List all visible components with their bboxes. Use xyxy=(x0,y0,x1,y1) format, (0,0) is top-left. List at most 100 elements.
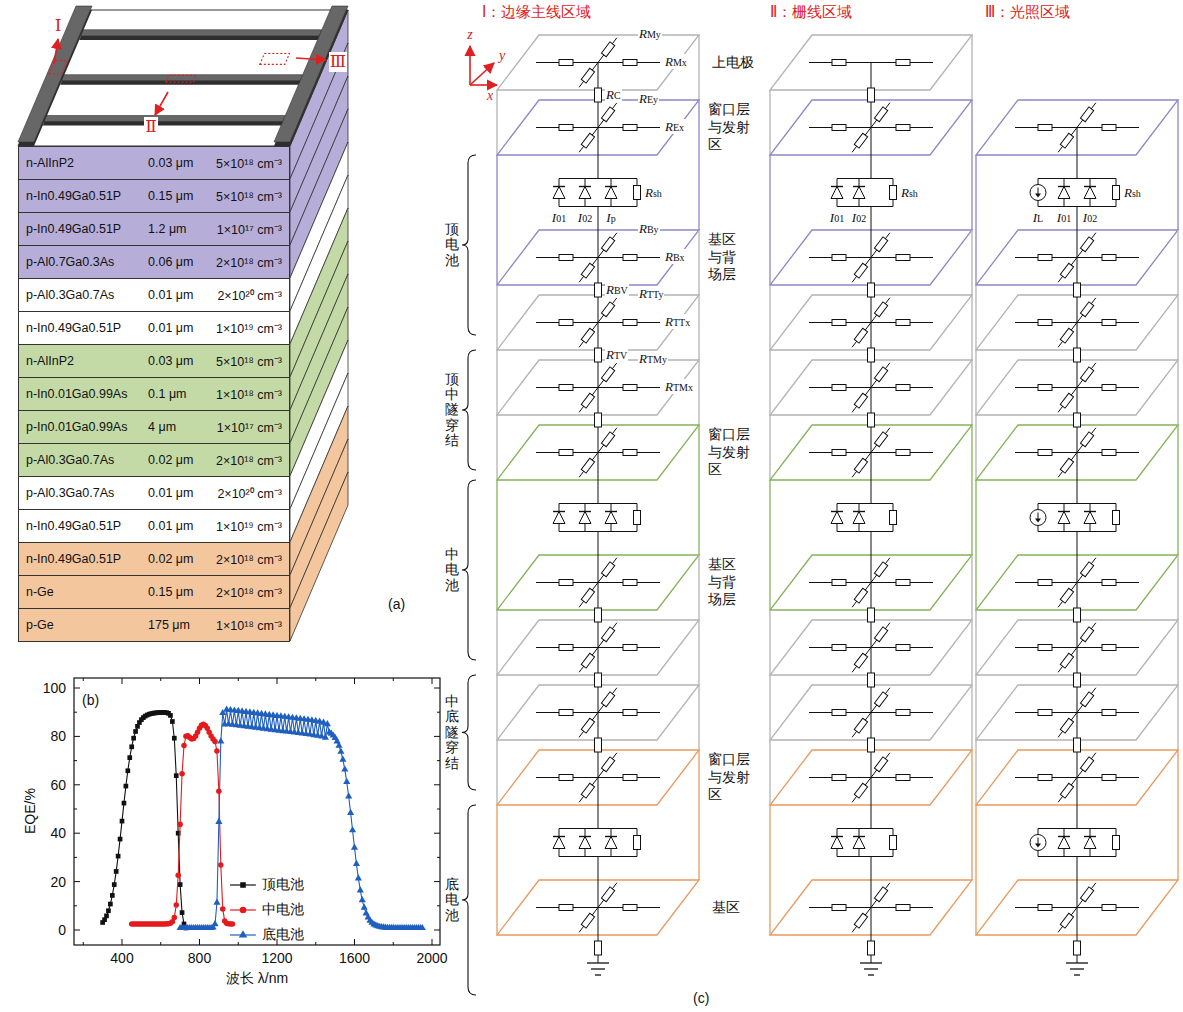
data-marker xyxy=(170,719,175,724)
wire xyxy=(1177,295,1178,360)
wire xyxy=(837,503,893,504)
layer-doping: 1×10¹⁷ cm⁻³ xyxy=(217,221,282,238)
data-marker xyxy=(129,744,134,749)
data-marker xyxy=(108,902,113,907)
resistor-symbol xyxy=(601,367,614,382)
resistor-symbol xyxy=(874,432,887,447)
component-label: REy xyxy=(638,91,659,107)
wire xyxy=(1084,836,1096,837)
resistor-symbol xyxy=(595,413,602,427)
region-spot xyxy=(260,54,290,65)
tick-mark xyxy=(437,905,440,906)
layer-thickness: 0.03 μm xyxy=(148,354,193,368)
tick-mark xyxy=(434,881,440,882)
tick-mark xyxy=(160,678,161,681)
resistor-symbol xyxy=(559,710,573,716)
diode-symbol xyxy=(831,837,843,849)
diode-symbol xyxy=(553,187,565,199)
tick-mark xyxy=(83,678,84,681)
layer-band: n-In0.49Ga0.51P0.15 μm5×10¹⁸ cm⁻³ xyxy=(18,179,290,213)
resistor-symbol xyxy=(1113,186,1120,200)
layer-doping: 1×10¹⁷ cm⁻³ xyxy=(217,419,282,436)
wire xyxy=(868,974,874,975)
resistor-symbol xyxy=(623,905,637,911)
wire xyxy=(975,480,976,610)
resistor-symbol xyxy=(874,237,887,252)
resistor-symbol xyxy=(559,385,573,391)
data-marker xyxy=(175,872,181,878)
resistor-symbol xyxy=(581,133,594,148)
wire xyxy=(698,685,699,750)
wire xyxy=(975,415,976,480)
resistor-symbol xyxy=(581,263,594,278)
resistor-symbol xyxy=(581,458,594,473)
wire xyxy=(1038,504,1039,532)
wire xyxy=(496,155,497,285)
diode-symbol xyxy=(1084,512,1096,524)
resistor-symbol xyxy=(581,68,594,83)
layer-doping: 5×10¹⁸ cm⁻³ xyxy=(216,353,282,370)
layer-thickness: 0.15 μm xyxy=(148,585,193,599)
tick-mark xyxy=(432,678,433,684)
data-marker xyxy=(230,921,236,927)
wire xyxy=(698,295,699,360)
wire xyxy=(559,503,637,504)
figure-part xyxy=(239,930,247,937)
resistor-symbol xyxy=(601,692,614,707)
tick-mark xyxy=(199,939,200,945)
data-marker xyxy=(122,801,127,806)
resistor-symbol xyxy=(1102,125,1116,131)
axis-name: x xyxy=(487,88,493,104)
wire xyxy=(1084,186,1096,187)
component-label: I02 xyxy=(851,210,867,226)
wire xyxy=(769,805,770,935)
resistor-symbol xyxy=(854,393,867,408)
wire xyxy=(496,610,497,675)
tick-mark xyxy=(74,809,77,810)
resistor-symbol xyxy=(623,580,637,586)
data-marker xyxy=(133,729,138,734)
layer-stack-illustration xyxy=(18,6,348,641)
resistor-symbol xyxy=(874,107,887,122)
tick-mark xyxy=(74,784,80,785)
wire xyxy=(605,511,617,512)
wire xyxy=(605,836,617,837)
network-model xyxy=(462,35,1178,995)
wire xyxy=(1058,836,1070,837)
data-marker xyxy=(127,755,132,760)
region-marker: Ⅱ xyxy=(144,117,158,137)
resistor-symbol xyxy=(595,348,602,362)
tick-mark xyxy=(434,688,440,689)
resistor-symbol xyxy=(1102,645,1116,651)
tick-mark xyxy=(199,678,200,684)
component-label: Rsh xyxy=(900,185,919,201)
wire xyxy=(698,35,699,100)
wire xyxy=(837,828,893,829)
wire xyxy=(871,63,872,179)
resistor-symbol xyxy=(896,645,910,651)
layer-thickness: 0.01 μm xyxy=(148,321,193,335)
resistor-symbol xyxy=(854,263,867,278)
tick-mark xyxy=(122,678,123,684)
diode-symbol xyxy=(579,837,591,849)
side-face xyxy=(290,472,348,641)
resistor-symbol xyxy=(559,125,573,131)
resistor-symbol xyxy=(874,692,887,707)
layer-band: p-In0.49Ga0.51P1.2 μm1×10¹⁷ cm⁻³ xyxy=(18,212,290,246)
wire xyxy=(1077,128,1078,179)
data-marker xyxy=(212,739,218,745)
resistor-symbol xyxy=(832,450,846,456)
layer-doping: 1×10¹⁸ cm⁻³ xyxy=(216,617,282,634)
resistor-symbol xyxy=(854,913,867,928)
resistor-symbol xyxy=(1038,905,1052,911)
resistor-symbol xyxy=(595,283,602,297)
wire xyxy=(853,511,865,512)
component-label: RMy xyxy=(638,26,662,42)
tick-mark xyxy=(74,712,77,713)
layer-band: n-Ge0.15 μm2×10¹⁸ cm⁻³ xyxy=(18,575,290,609)
layer-band: p-Al0.3Ga0.7As0.01 μm2×10²⁰ cm⁻³ xyxy=(18,278,290,312)
wire xyxy=(1038,829,1039,857)
data-marker xyxy=(118,837,123,842)
legend-text: 中电池 xyxy=(262,901,304,919)
wire xyxy=(579,511,591,512)
